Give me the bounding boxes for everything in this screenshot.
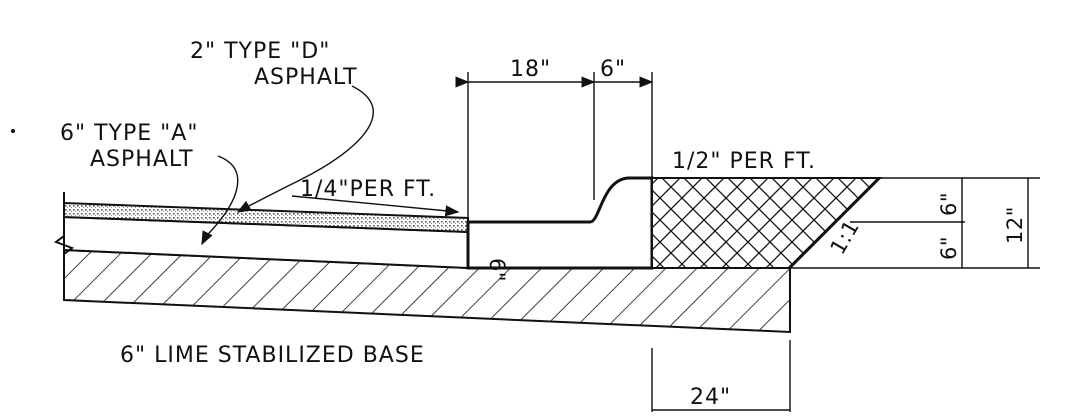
break-line (53, 192, 75, 300)
label-type-a-line2: ASPHALT (90, 147, 194, 172)
dim-right-lower: 6" (937, 236, 961, 260)
label-type-a-line1: 6" TYPE "A" (60, 121, 198, 146)
label-slope-half: 1/2" PER FT. (672, 149, 816, 174)
curb-and-gutter (466, 176, 654, 270)
dim-curb-width: 6" (600, 57, 626, 82)
dim-curb-depth: 6" (485, 258, 509, 282)
dim-right-total: 12" (1003, 206, 1027, 244)
label-base: 6" LIME STABILIZED BASE (120, 343, 425, 368)
slope-arrow-quarter (291, 195, 460, 217)
dim-right-upper: 6" (937, 192, 961, 216)
label-type-d-line1: 2" TYPE "D" (190, 39, 330, 64)
dim-bottom-width: 24" (690, 385, 731, 410)
speck-mark (11, 129, 15, 133)
label-slope-quarter: 1/4"PER FT. (300, 177, 436, 202)
label-type-d-line2: ASPHALT (254, 65, 358, 90)
leader-type-a (201, 155, 239, 246)
leader-type-d (236, 85, 374, 213)
dim-gutter-width: 18" (510, 57, 551, 82)
